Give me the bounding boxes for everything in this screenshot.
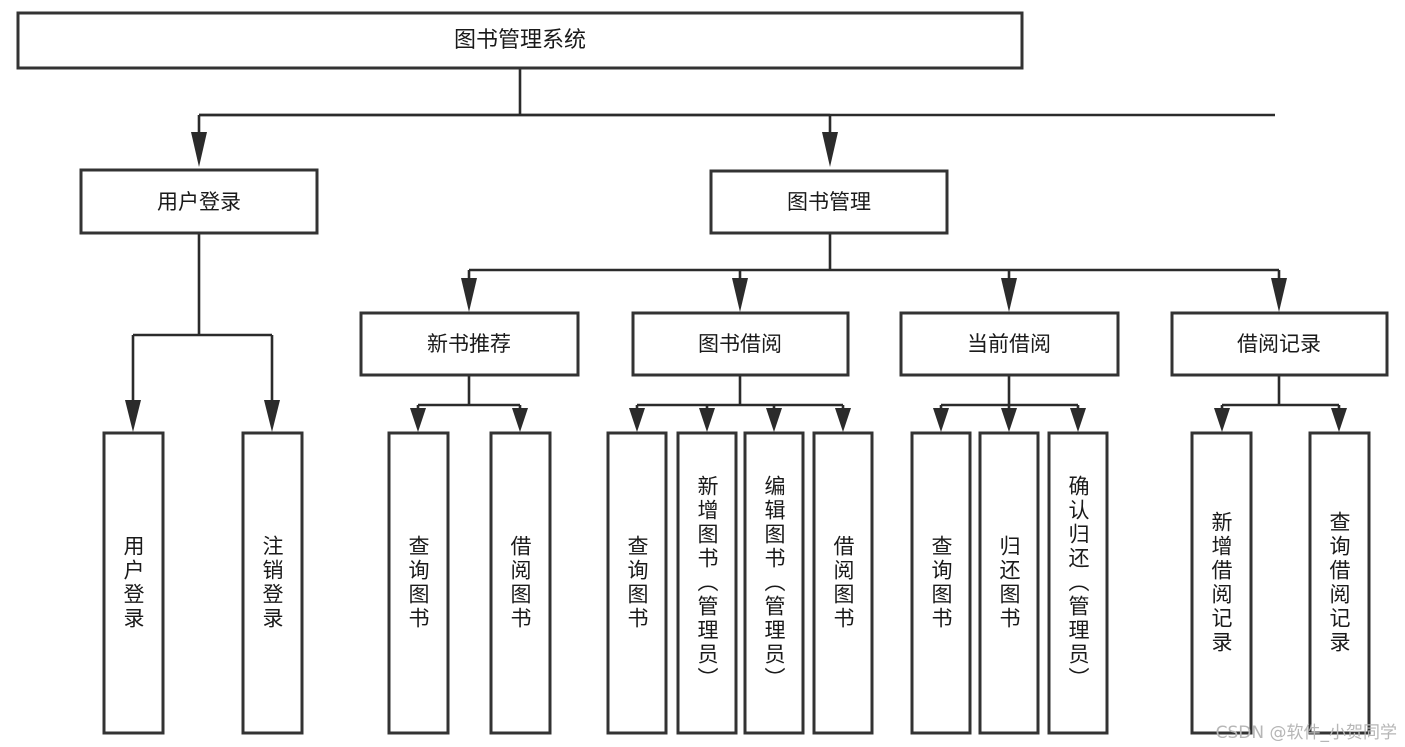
node-book-management-label: 图书管理 xyxy=(787,190,871,214)
node-book-borrow[interactable]: 图书借阅 xyxy=(631,311,850,377)
leaf-borrow-record-2-label: 查询借阅记录 xyxy=(1327,511,1351,655)
connector-book-management-to-level3 xyxy=(461,233,1287,312)
node-new-book-recommend[interactable]: 新书推荐 xyxy=(359,311,580,377)
leaf-book-borrow-4-label: 借阅图书 xyxy=(831,535,855,631)
connector-borrow-record-to-leaves xyxy=(1214,375,1347,432)
node-root[interactable]: 图书管理系统 xyxy=(16,11,1024,70)
leaf-current-borrow-3[interactable]: 确认归还（管理员） xyxy=(1047,431,1109,735)
leaf-current-borrow-3-label: 确认归还（管理员） xyxy=(1066,475,1090,691)
leaf-new-book-2-label: 借阅图书 xyxy=(508,535,532,631)
leaf-new-book-2[interactable]: 借阅图书 xyxy=(489,431,552,735)
connector-user-login-to-leaves xyxy=(125,233,280,432)
node-root-label: 图书管理系统 xyxy=(454,28,586,53)
node-book-borrow-label: 图书借阅 xyxy=(698,332,782,356)
leaf-book-borrow-3-label: 编辑图书（管理员） xyxy=(762,475,786,691)
leaf-user-login-2-label: 注销登录 xyxy=(260,535,284,631)
leaf-current-borrow-2[interactable]: 归还图书 xyxy=(978,431,1040,735)
node-user-login-label: 用户登录 xyxy=(157,190,241,214)
node-user-login[interactable]: 用户登录 xyxy=(79,168,319,235)
leaf-current-borrow-2-label: 归还图书 xyxy=(997,535,1021,631)
node-current-borrow-label: 当前借阅 xyxy=(967,332,1051,356)
leaf-user-login-2[interactable]: 注销登录 xyxy=(241,431,304,735)
leaf-borrow-record-2[interactable]: 查询借阅记录 xyxy=(1308,431,1371,735)
leaf-user-login-1-label: 用户登录 xyxy=(121,535,145,631)
connector-book-borrow-to-leaves xyxy=(629,375,851,432)
node-current-borrow[interactable]: 当前借阅 xyxy=(899,311,1120,377)
connector-current-borrow-to-leaves xyxy=(933,375,1086,432)
connector-root-to-level2 xyxy=(191,68,1275,167)
leaf-book-borrow-4[interactable]: 借阅图书 xyxy=(812,431,874,735)
leaf-new-book-1-label: 查询图书 xyxy=(406,535,430,631)
leaf-book-borrow-1-label: 查询图书 xyxy=(625,535,649,631)
node-new-book-recommend-label: 新书推荐 xyxy=(427,332,511,356)
node-book-management[interactable]: 图书管理 xyxy=(709,169,949,235)
leaf-book-borrow-2-label: 新增图书（管理员） xyxy=(695,475,719,691)
leaf-user-login-1[interactable]: 用户登录 xyxy=(102,431,165,735)
node-borrow-record[interactable]: 借阅记录 xyxy=(1170,311,1389,377)
connector-new-book-to-leaves xyxy=(410,375,528,432)
leaf-new-book-1[interactable]: 查询图书 xyxy=(387,431,450,735)
leaf-current-borrow-1-label: 查询图书 xyxy=(929,535,953,631)
csdn-watermark: CSDN @软件_小贺同学 xyxy=(1215,723,1397,743)
leaf-current-borrow-1[interactable]: 查询图书 xyxy=(910,431,972,735)
leaf-book-borrow-1[interactable]: 查询图书 xyxy=(606,431,668,735)
leaf-borrow-record-1-label: 新增借阅记录 xyxy=(1209,511,1233,655)
leaf-book-borrow-2[interactable]: 新增图书（管理员） xyxy=(676,431,738,735)
node-borrow-record-label: 借阅记录 xyxy=(1237,332,1321,356)
leaf-borrow-record-1[interactable]: 新增借阅记录 xyxy=(1190,431,1253,735)
leaf-book-borrow-3[interactable]: 编辑图书（管理员） xyxy=(743,431,805,735)
